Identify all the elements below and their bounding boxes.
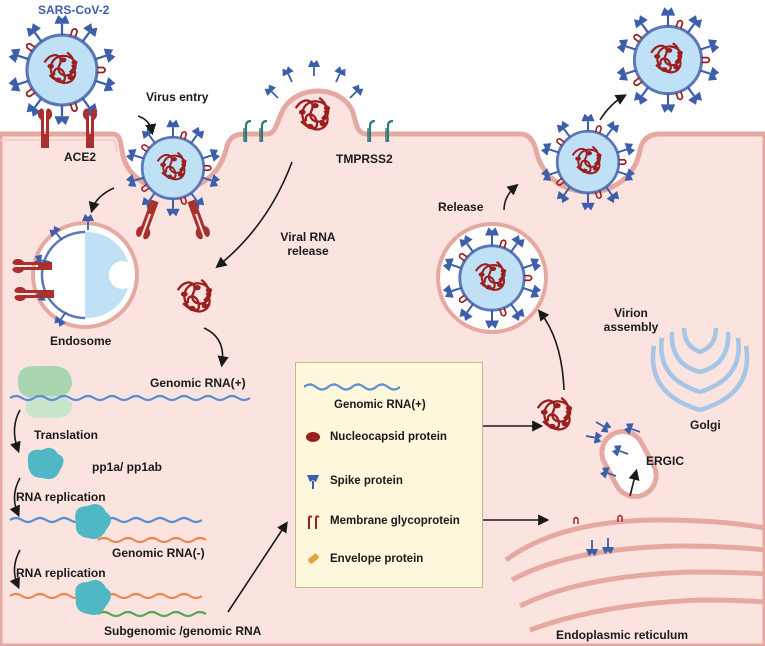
legend-box: Genomic RNA(+) Nucleocapsid protein Spik… — [295, 362, 483, 588]
subgenomic-rna-label: Subgenomic /genomic RNA — [104, 624, 262, 638]
pp1a-enzyme-icon — [27, 447, 64, 479]
legend-item-envelope: Envelope protein — [304, 549, 423, 569]
legend-item-membrane-glycoprotein: Membrane glycoprotein — [304, 511, 460, 531]
release-label: Release — [438, 200, 484, 214]
virion-assembly-label: Virion assembly — [603, 306, 659, 334]
rna-replication-label: RNA replication — [16, 566, 106, 580]
ergic-label: ERGIC — [646, 454, 685, 468]
endosome-icon — [12, 213, 139, 330]
subgenomic-rna-strand — [97, 610, 207, 618]
ace2-label: ACE2 — [64, 150, 97, 164]
golgi-label: Golgi — [690, 418, 721, 432]
genomic-rna-minus-strand — [97, 536, 207, 544]
viral-rna-release-label: Viral RNA release — [280, 230, 336, 258]
golgi-icon — [650, 327, 750, 413]
flow-arrows — [9, 115, 293, 613]
legend-item-genomic-rna — [304, 377, 400, 397]
free-virion-icon — [7, 15, 116, 125]
polymerase-icon — [75, 504, 111, 539]
genomic-rna-plus-strand — [9, 394, 251, 402]
genomic-rna-minus-label: Genomic RNA(-) — [112, 546, 205, 560]
genomic-rna-plus-label: Genomic RNA(+) — [150, 376, 246, 390]
er-icon — [504, 517, 765, 633]
virus-title: SARS-CoV-2 — [38, 3, 110, 17]
spike-icon — [307, 475, 319, 489]
ribosome-icon — [17, 366, 73, 418]
endosome-label: Endosome — [50, 334, 112, 348]
assembled-virion-vesicle-icon — [436, 222, 548, 334]
legend-item-nucleocapsid: Nucleocapsid protein — [304, 427, 447, 447]
legend-item-genomic-rna-label: Genomic RNA(+) — [334, 399, 426, 411]
ergic-icon — [598, 419, 659, 499]
translation-label: Translation — [34, 428, 99, 442]
nucleocapsid-icon — [306, 432, 320, 442]
rna-replication-label: RNA replication — [16, 490, 106, 504]
polymerase-icon — [75, 580, 111, 615]
membrane-glycoprotein-icon — [308, 515, 320, 529]
er-label: Endoplasmic reticulum — [556, 628, 689, 642]
tmprss2-label: TMPRSS2 — [336, 152, 393, 166]
released-virion-icon — [616, 7, 721, 113]
virus-entry-label: Virus entry — [146, 90, 209, 104]
envelope-protein-icon — [308, 553, 319, 564]
pp1a-label: pp1a/ pp1ab — [92, 460, 163, 474]
rna-strand-icon — [304, 383, 400, 391]
legend-item-spike: Spike protein — [304, 471, 403, 491]
